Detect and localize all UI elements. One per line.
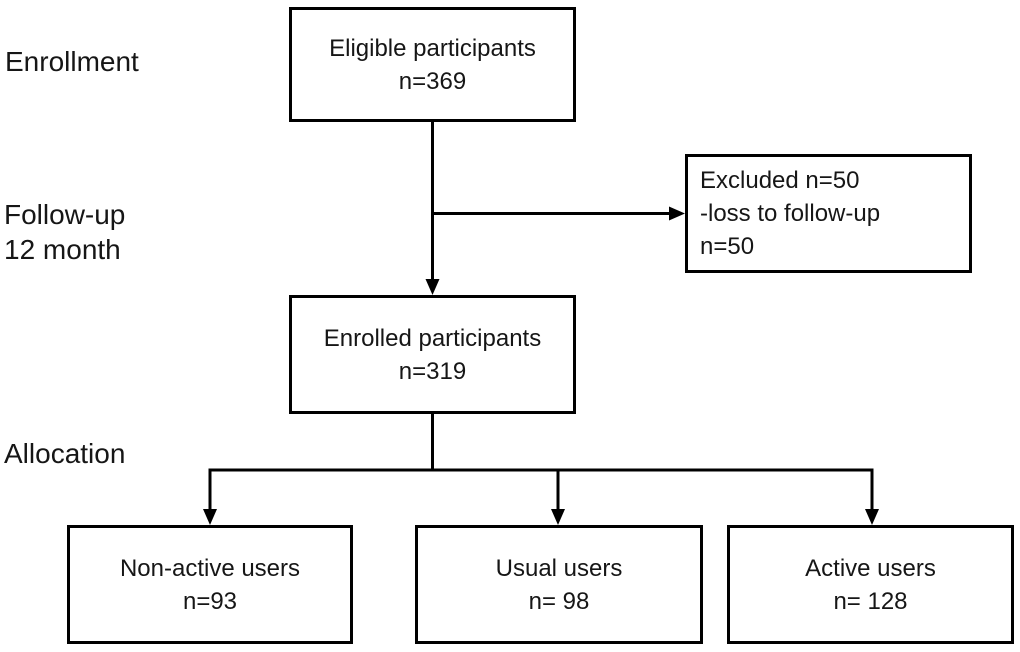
box-non-active-count: n=93 [182,587,238,615]
arrowhead-active [865,509,879,525]
box-usual-line1: Usual users [495,554,623,582]
box-enrolled-count: n=319 [398,357,467,385]
arrowhead-usual [551,509,565,525]
box-non-active-line1: Non-active users [119,554,301,582]
stage-label-enrollment: Enrollment [5,44,139,79]
box-excluded-count: n=50 [700,233,755,260]
stage-label-enrollment-text: Enrollment [5,46,139,77]
arrowhead-enrolled [425,279,440,295]
stage-label-followup-line2: 12 month [4,234,121,265]
box-eligible-participants: Eligible participants n=369 [289,7,576,122]
box-eligible-count: n=369 [398,67,467,95]
box-excluded-line1: Excluded n=50 [700,167,860,194]
box-usual-count: n= 98 [528,587,590,615]
arrowhead-non-active [203,509,217,525]
box-excluded: Excluded n=50 -loss to follow-up n=50 [685,154,972,273]
box-eligible-line1: Eligible participants [329,34,536,62]
box-enrolled-line1: Enrolled participants [323,324,542,352]
stage-label-allocation-text: Allocation [4,438,126,469]
stage-label-allocation: Allocation [4,436,125,471]
box-active-count: n= 128 [833,587,908,615]
box-enrolled-participants: Enrolled participants n=319 [289,295,576,414]
stage-label-followup-line1: Follow-up [4,199,126,230]
arrowhead-excluded [669,206,685,221]
box-active-line1: Active users [805,554,936,582]
box-usual-users: Usual users n= 98 [415,525,703,644]
box-active-users: Active users n= 128 [727,525,1014,644]
box-non-active-users: Non-active users n=93 [67,525,353,644]
box-excluded-line2: -loss to follow-up [700,200,881,227]
stage-label-followup: Follow-up 12 month [4,197,125,267]
